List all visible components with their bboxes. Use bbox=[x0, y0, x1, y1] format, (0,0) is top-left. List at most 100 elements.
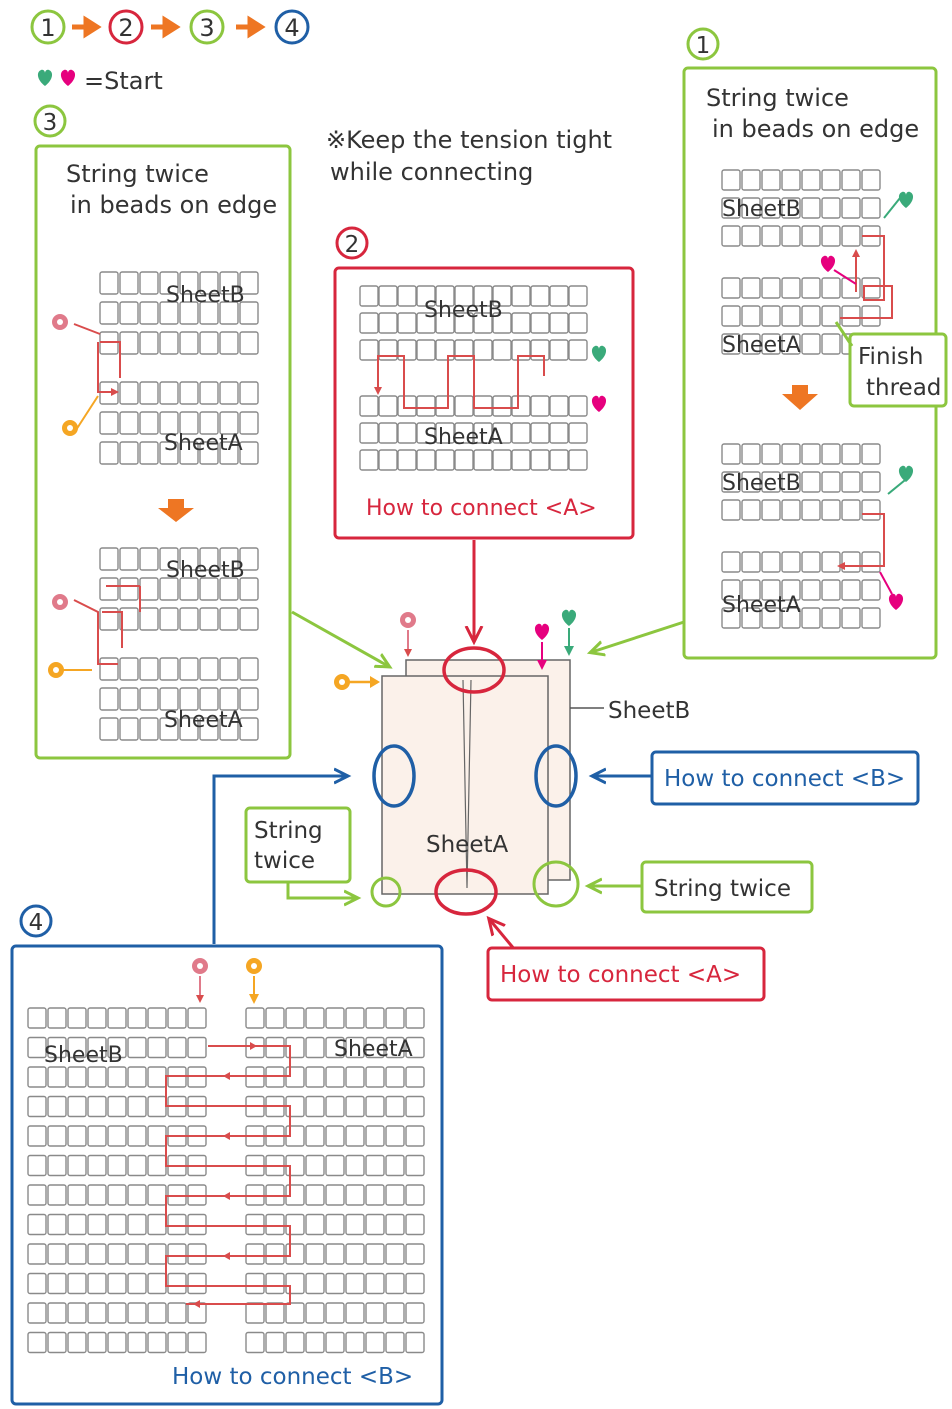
bead bbox=[549, 422, 569, 444]
bead bbox=[405, 1184, 425, 1206]
bead bbox=[549, 395, 569, 417]
bead bbox=[801, 197, 821, 219]
bead bbox=[159, 577, 179, 601]
bead-grid-4-left bbox=[27, 1007, 207, 1354]
bead bbox=[239, 607, 259, 631]
yellow-flower-icon bbox=[48, 662, 64, 678]
bead bbox=[397, 449, 417, 471]
bead bbox=[345, 1066, 365, 1088]
bead bbox=[239, 657, 259, 681]
bead bbox=[365, 1036, 385, 1059]
panel-4-number: 4 bbox=[29, 910, 44, 936]
bead bbox=[721, 551, 741, 573]
bead bbox=[801, 579, 821, 601]
panel-3-top-sheet-a: SheetA bbox=[164, 431, 243, 456]
bead bbox=[568, 312, 588, 334]
bead bbox=[219, 717, 239, 741]
bead bbox=[219, 411, 239, 435]
bead bbox=[265, 1036, 285, 1059]
bead bbox=[285, 1331, 305, 1354]
bead bbox=[265, 1213, 285, 1236]
bead bbox=[861, 197, 881, 219]
bead bbox=[305, 1125, 325, 1147]
bead bbox=[435, 312, 455, 334]
bead bbox=[245, 1213, 265, 1236]
bead bbox=[741, 499, 761, 521]
bead bbox=[365, 1184, 385, 1206]
bead bbox=[761, 607, 781, 629]
bead-grid-1-bottom bbox=[721, 443, 881, 629]
bead bbox=[245, 1007, 265, 1029]
bead bbox=[305, 1095, 325, 1118]
bead bbox=[345, 1125, 365, 1147]
bead bbox=[359, 449, 379, 471]
bead bbox=[473, 285, 493, 307]
seq-3: 3 bbox=[199, 14, 214, 42]
bead bbox=[801, 551, 821, 573]
bead bbox=[199, 577, 219, 601]
bead bbox=[27, 1302, 47, 1324]
finish-thread-line1: Finish bbox=[858, 344, 923, 370]
bead bbox=[107, 1331, 127, 1354]
bead bbox=[99, 411, 119, 435]
bead bbox=[416, 312, 436, 334]
bead bbox=[187, 1243, 207, 1265]
panel-1-top-sheet-b: SheetB bbox=[722, 197, 801, 222]
bead bbox=[179, 607, 199, 631]
bead bbox=[67, 1125, 87, 1147]
bead bbox=[345, 1302, 365, 1324]
pink-heart-icon bbox=[591, 395, 607, 412]
bead bbox=[147, 1066, 167, 1088]
bead bbox=[219, 607, 239, 631]
bead bbox=[87, 1066, 107, 1088]
yellow-flower-icon bbox=[62, 420, 78, 436]
panel-3: 3 String twice in beads on edge SheetB S… bbox=[33, 104, 292, 760]
bead bbox=[159, 607, 179, 631]
bead bbox=[359, 312, 379, 334]
panel-4-caption: How to connect <B> bbox=[172, 1364, 413, 1390]
bead bbox=[119, 381, 139, 405]
panel-2-caption: How to connect <A> bbox=[366, 496, 597, 521]
bead bbox=[801, 333, 821, 355]
bead bbox=[345, 1213, 365, 1236]
bead bbox=[107, 1184, 127, 1206]
bead bbox=[761, 277, 781, 299]
bead bbox=[325, 1243, 345, 1265]
bead bbox=[87, 1036, 107, 1059]
bead bbox=[107, 1125, 127, 1147]
bead bbox=[801, 471, 821, 493]
bead bbox=[549, 339, 569, 361]
seq-1: 1 bbox=[40, 14, 55, 42]
bead bbox=[781, 333, 801, 355]
bead bbox=[265, 1331, 285, 1354]
bead bbox=[159, 657, 179, 681]
bead-grid-3-top bbox=[99, 271, 259, 465]
bead bbox=[99, 717, 119, 741]
bead bbox=[365, 1066, 385, 1088]
bead bbox=[67, 1302, 87, 1324]
bead bbox=[179, 577, 199, 601]
bead bbox=[87, 1125, 107, 1147]
bead bbox=[841, 443, 861, 465]
bead bbox=[67, 1184, 87, 1206]
panel-1-bottom-sheet-a: SheetA bbox=[722, 593, 801, 618]
bead bbox=[741, 169, 761, 191]
bead bbox=[325, 1184, 345, 1206]
bead bbox=[721, 471, 741, 493]
bead bbox=[99, 301, 119, 325]
panel-1-number: 1 bbox=[696, 33, 711, 59]
bead bbox=[781, 499, 801, 521]
bead bbox=[761, 471, 781, 493]
bead bbox=[325, 1154, 345, 1177]
bead bbox=[761, 225, 781, 247]
bead bbox=[179, 411, 199, 435]
bead bbox=[405, 1272, 425, 1295]
bead bbox=[345, 1095, 365, 1118]
panel-3-number: 3 bbox=[43, 110, 58, 136]
bead bbox=[67, 1154, 87, 1177]
bead bbox=[219, 547, 239, 571]
bead bbox=[741, 197, 761, 219]
bead bbox=[199, 657, 219, 681]
bead bbox=[219, 441, 239, 465]
bead bbox=[781, 305, 801, 327]
